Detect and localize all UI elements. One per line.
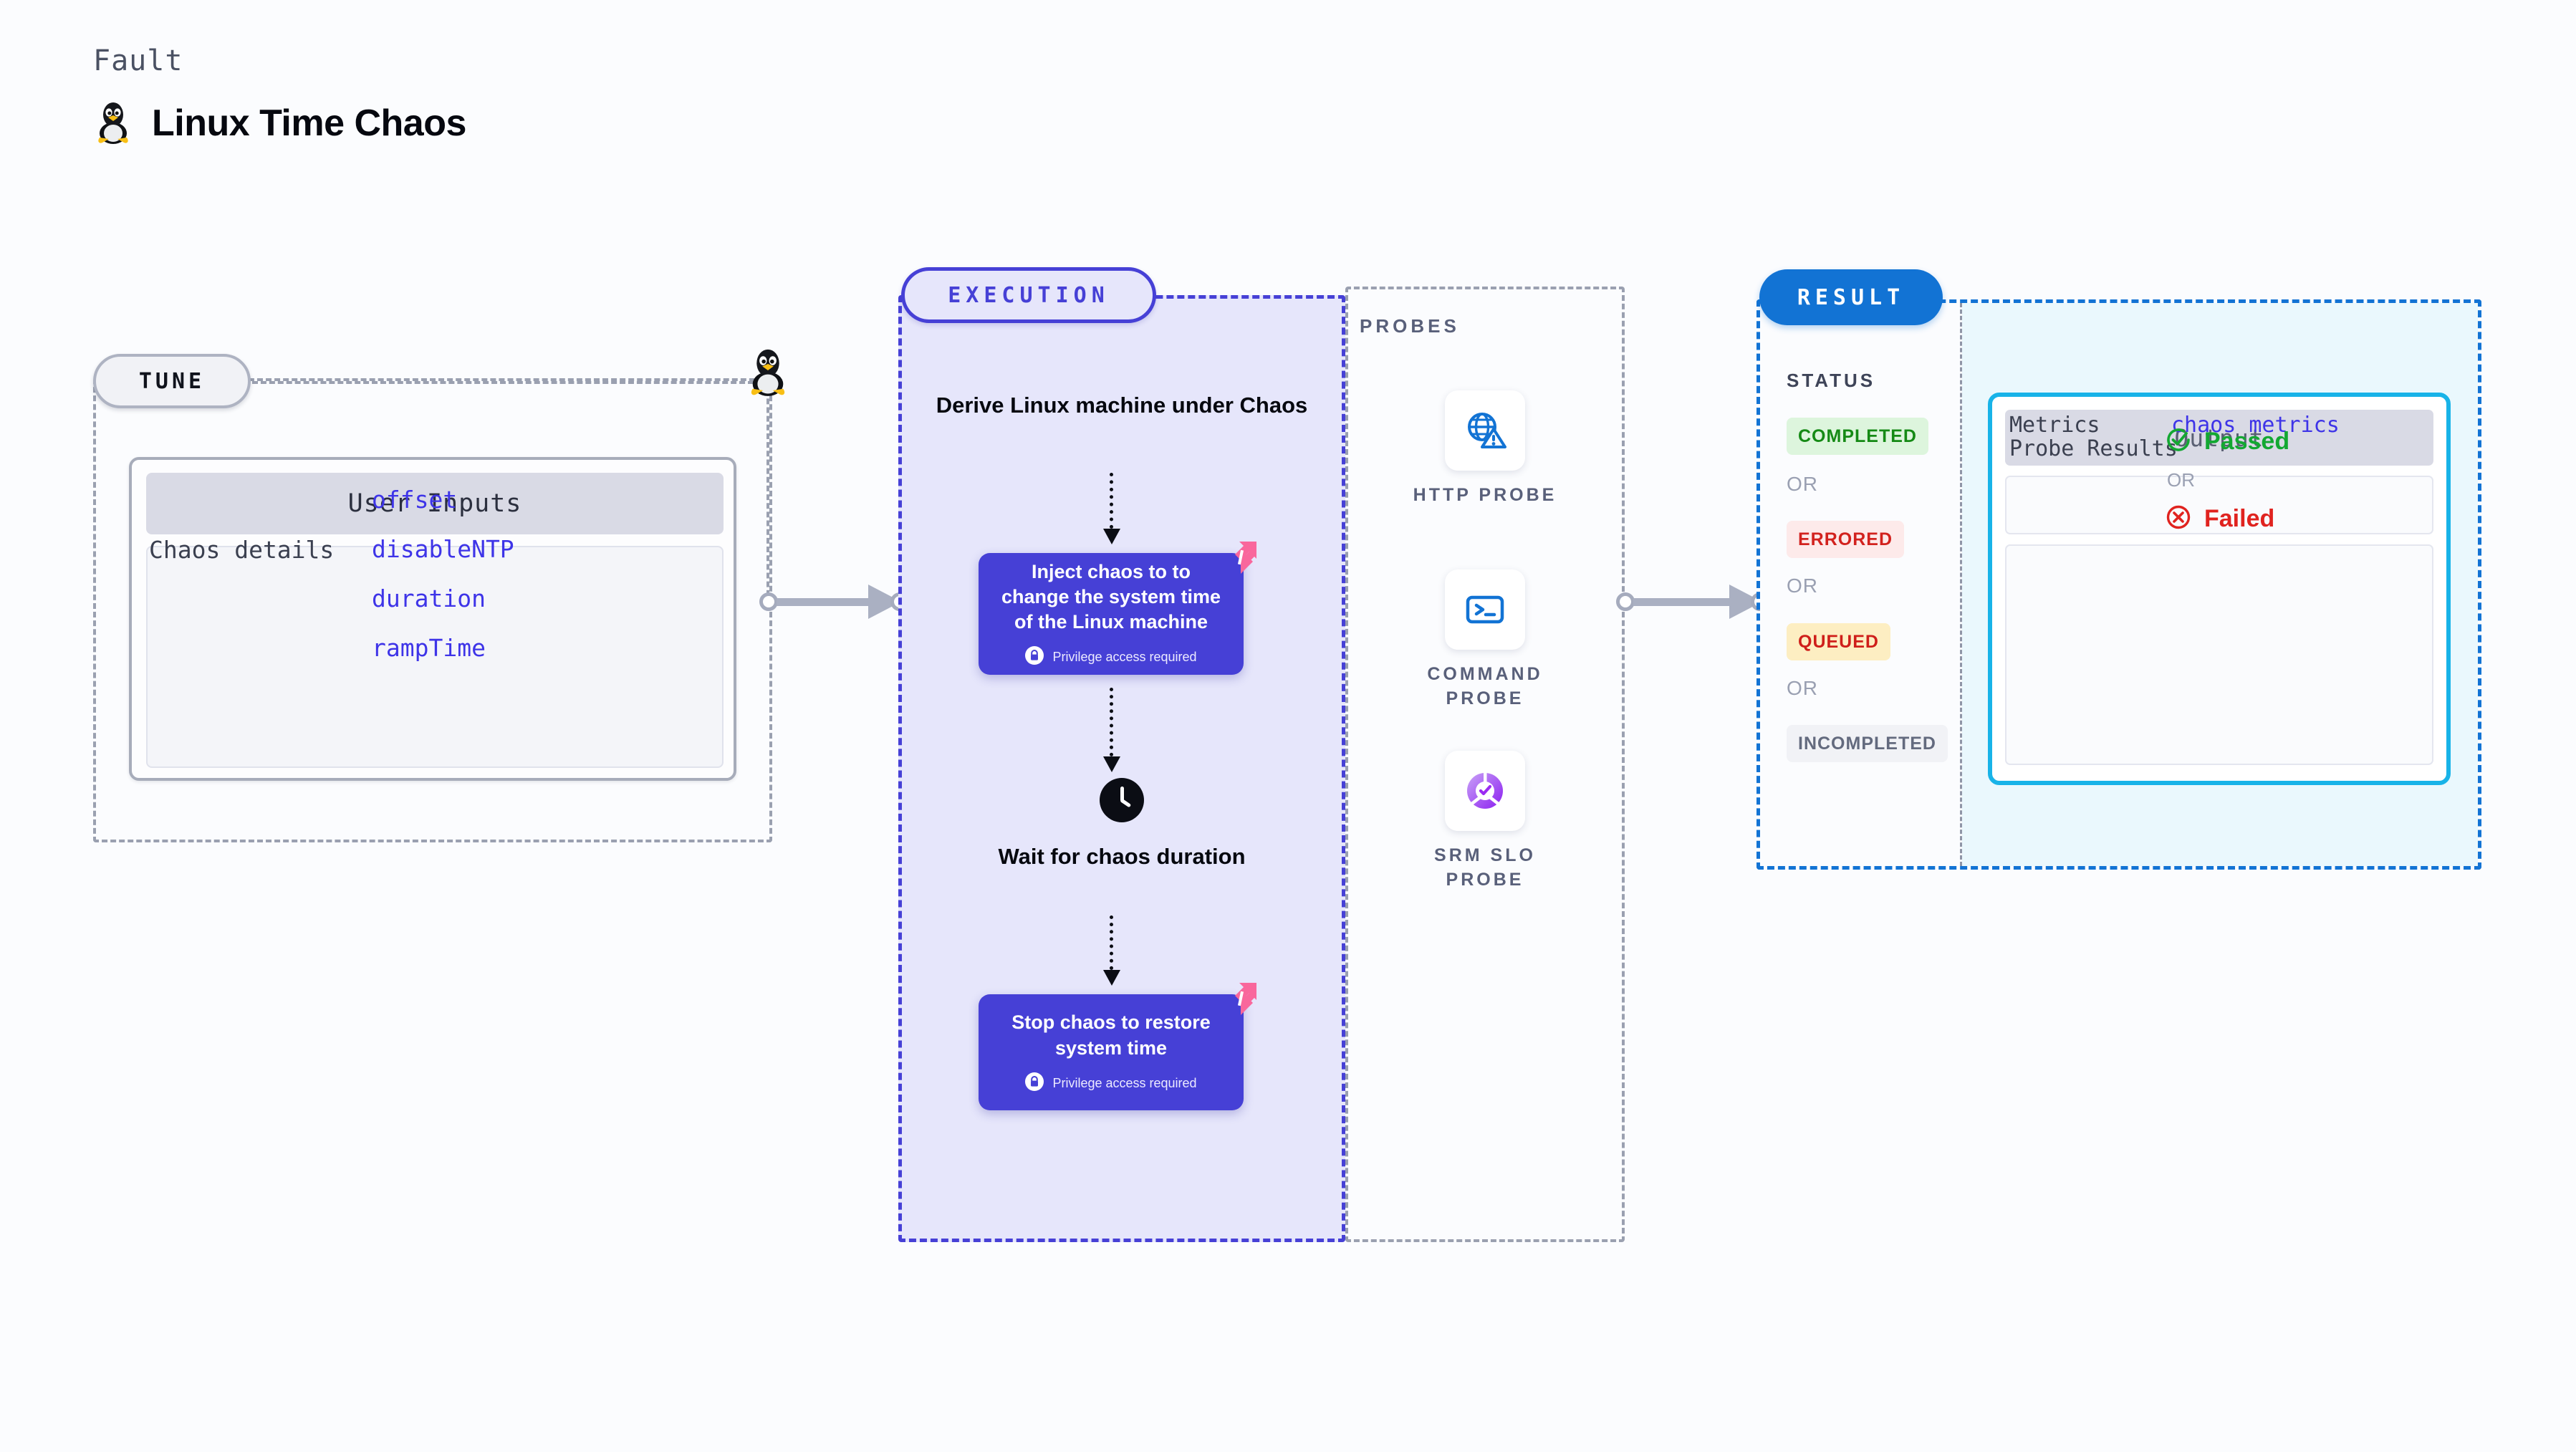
execution-stop-chaos-step[interactable]: Stop chaos to restore system time Privil… bbox=[979, 983, 1256, 1110]
connector-dot-tune-out bbox=[759, 592, 778, 611]
probes-section-label: PROBES bbox=[1360, 315, 1460, 337]
probe-srm-slo[interactable]: SRM SLO PROBE bbox=[1406, 751, 1564, 893]
connector-tune-to-execution bbox=[777, 585, 901, 619]
slo-donut-check-icon bbox=[1445, 751, 1525, 831]
harness-ribbon-icon bbox=[1213, 537, 1259, 583]
arrow-wait-to-stop bbox=[1103, 915, 1120, 986]
status-badge-completed-label: COMPLETED bbox=[1798, 425, 1917, 446]
page-header: Fault Linux Time Chaos bbox=[93, 44, 466, 148]
inject-chaos-title: Inject chaos to to change the system tim… bbox=[1001, 560, 1221, 633]
chaos-details-label: Chaos details bbox=[149, 536, 335, 564]
penguin-vertical-dashed-line bbox=[766, 381, 769, 605]
fault-eyebrow-label: Fault bbox=[93, 44, 183, 77]
probe-results-label: Probe Results bbox=[2009, 436, 2178, 461]
x-circle-icon bbox=[2164, 503, 2193, 535]
linux-penguin-node-icon bbox=[741, 344, 794, 397]
chaos-param-offset[interactable]: offset bbox=[372, 486, 458, 514]
status-badge-completed: COMPLETED bbox=[1787, 418, 1928, 455]
status-section-label: STATUS bbox=[1787, 370, 1876, 391]
probe-result-passed-label: Passed bbox=[2204, 428, 2290, 455]
tune-pill-label: TUNE bbox=[93, 354, 251, 408]
chaos-param-disablentp[interactable]: disableNTP bbox=[372, 535, 514, 563]
clock-icon bbox=[1099, 777, 1145, 823]
execution-pill-label: EXECUTION bbox=[901, 267, 1156, 323]
page-title: Linux Time Chaos bbox=[152, 102, 466, 144]
result-pill-label: RESULT bbox=[1759, 269, 1943, 325]
globe-warning-icon bbox=[1445, 390, 1525, 471]
tune-to-penguin-dashed-line bbox=[252, 381, 754, 384]
status-or-3: OR bbox=[1787, 677, 1818, 699]
status-badge-queued: QUEUED bbox=[1787, 623, 1890, 660]
linux-penguin-icon bbox=[93, 97, 133, 148]
arrow-derive-to-inject bbox=[1103, 473, 1120, 544]
stop-privilege-row: Privilege access required bbox=[1025, 1072, 1197, 1095]
user-inputs-header: User Inputs bbox=[146, 473, 724, 534]
status-or-2: OR bbox=[1787, 574, 1818, 597]
probe-result-failed-row: Failed bbox=[2164, 503, 2289, 535]
check-circle-icon bbox=[2164, 425, 2193, 458]
metrics-label: Metrics bbox=[2009, 413, 2100, 438]
status-badge-errored-label: ERRORED bbox=[1798, 529, 1893, 549]
lock-icon bbox=[1025, 646, 1044, 668]
status-badge-incompleted-label: INCOMPLETED bbox=[1798, 733, 1936, 754]
chaos-params-list: offset disableNTP duration rampTime bbox=[372, 486, 514, 662]
stop-privilege-text: Privilege access required bbox=[1052, 1075, 1197, 1090]
status-badge-errored: ERRORED bbox=[1787, 521, 1905, 558]
probe-result-passed-row: Passed bbox=[2164, 425, 2289, 458]
lock-icon bbox=[1025, 1072, 1044, 1095]
probe-results-outcomes: Passed OR Failed bbox=[2164, 425, 2289, 535]
probe-command-label: COMMAND PROBE bbox=[1427, 664, 1543, 708]
probe-http-label: HTTP PROBE bbox=[1413, 485, 1557, 505]
execution-wait-step-label: Wait for chaos duration bbox=[998, 844, 1246, 869]
probe-srm-slo-label: SRM SLO PROBE bbox=[1434, 845, 1536, 890]
metrics-value[interactable]: chaos metrics bbox=[2171, 413, 2340, 438]
execution-derive-step-label: Derive Linux machine under Chaos bbox=[936, 393, 1308, 418]
probe-command[interactable]: COMMAND PROBE bbox=[1406, 569, 1564, 711]
status-or-1: OR bbox=[1787, 473, 1818, 495]
arrow-inject-to-wait bbox=[1103, 688, 1120, 772]
probe-result-failed-label: Failed bbox=[2204, 505, 2275, 532]
chaos-param-duration[interactable]: duration bbox=[372, 585, 486, 612]
inject-privilege-text: Privilege access required bbox=[1052, 650, 1197, 665]
chaos-param-ramptime[interactable]: rampTime bbox=[372, 634, 486, 662]
page-title-row: Linux Time Chaos bbox=[93, 97, 466, 148]
status-badge-queued-label: QUEUED bbox=[1798, 631, 1879, 652]
probe-results-box bbox=[2005, 544, 2433, 765]
status-badge-incompleted: INCOMPLETED bbox=[1787, 725, 1948, 762]
inject-privilege-row: Privilege access required bbox=[1025, 646, 1197, 668]
probe-http[interactable]: HTTP PROBE bbox=[1406, 390, 1564, 508]
connector-dot-probes-out bbox=[1616, 592, 1635, 611]
user-inputs-card: User Inputs Chaos details offset disable… bbox=[129, 457, 736, 781]
harness-ribbon-icon bbox=[1213, 979, 1259, 1024]
chaos-details-box bbox=[146, 546, 724, 768]
metrics-row bbox=[2005, 476, 2433, 534]
connector-probes-to-result bbox=[1633, 585, 1762, 619]
probe-result-or: OR bbox=[2167, 469, 2195, 491]
result-status-column bbox=[1760, 303, 1962, 866]
stop-chaos-title: Stop chaos to restore system time bbox=[1011, 1011, 1211, 1059]
result-panel bbox=[1756, 299, 2481, 870]
terminal-icon bbox=[1445, 569, 1525, 650]
execution-inject-chaos-step[interactable]: Inject chaos to to change the system tim… bbox=[979, 542, 1256, 675]
output-header-label: Output bbox=[2005, 410, 2433, 466]
output-card: Output Metrics chaos metrics Probe Resul… bbox=[1988, 393, 2451, 785]
